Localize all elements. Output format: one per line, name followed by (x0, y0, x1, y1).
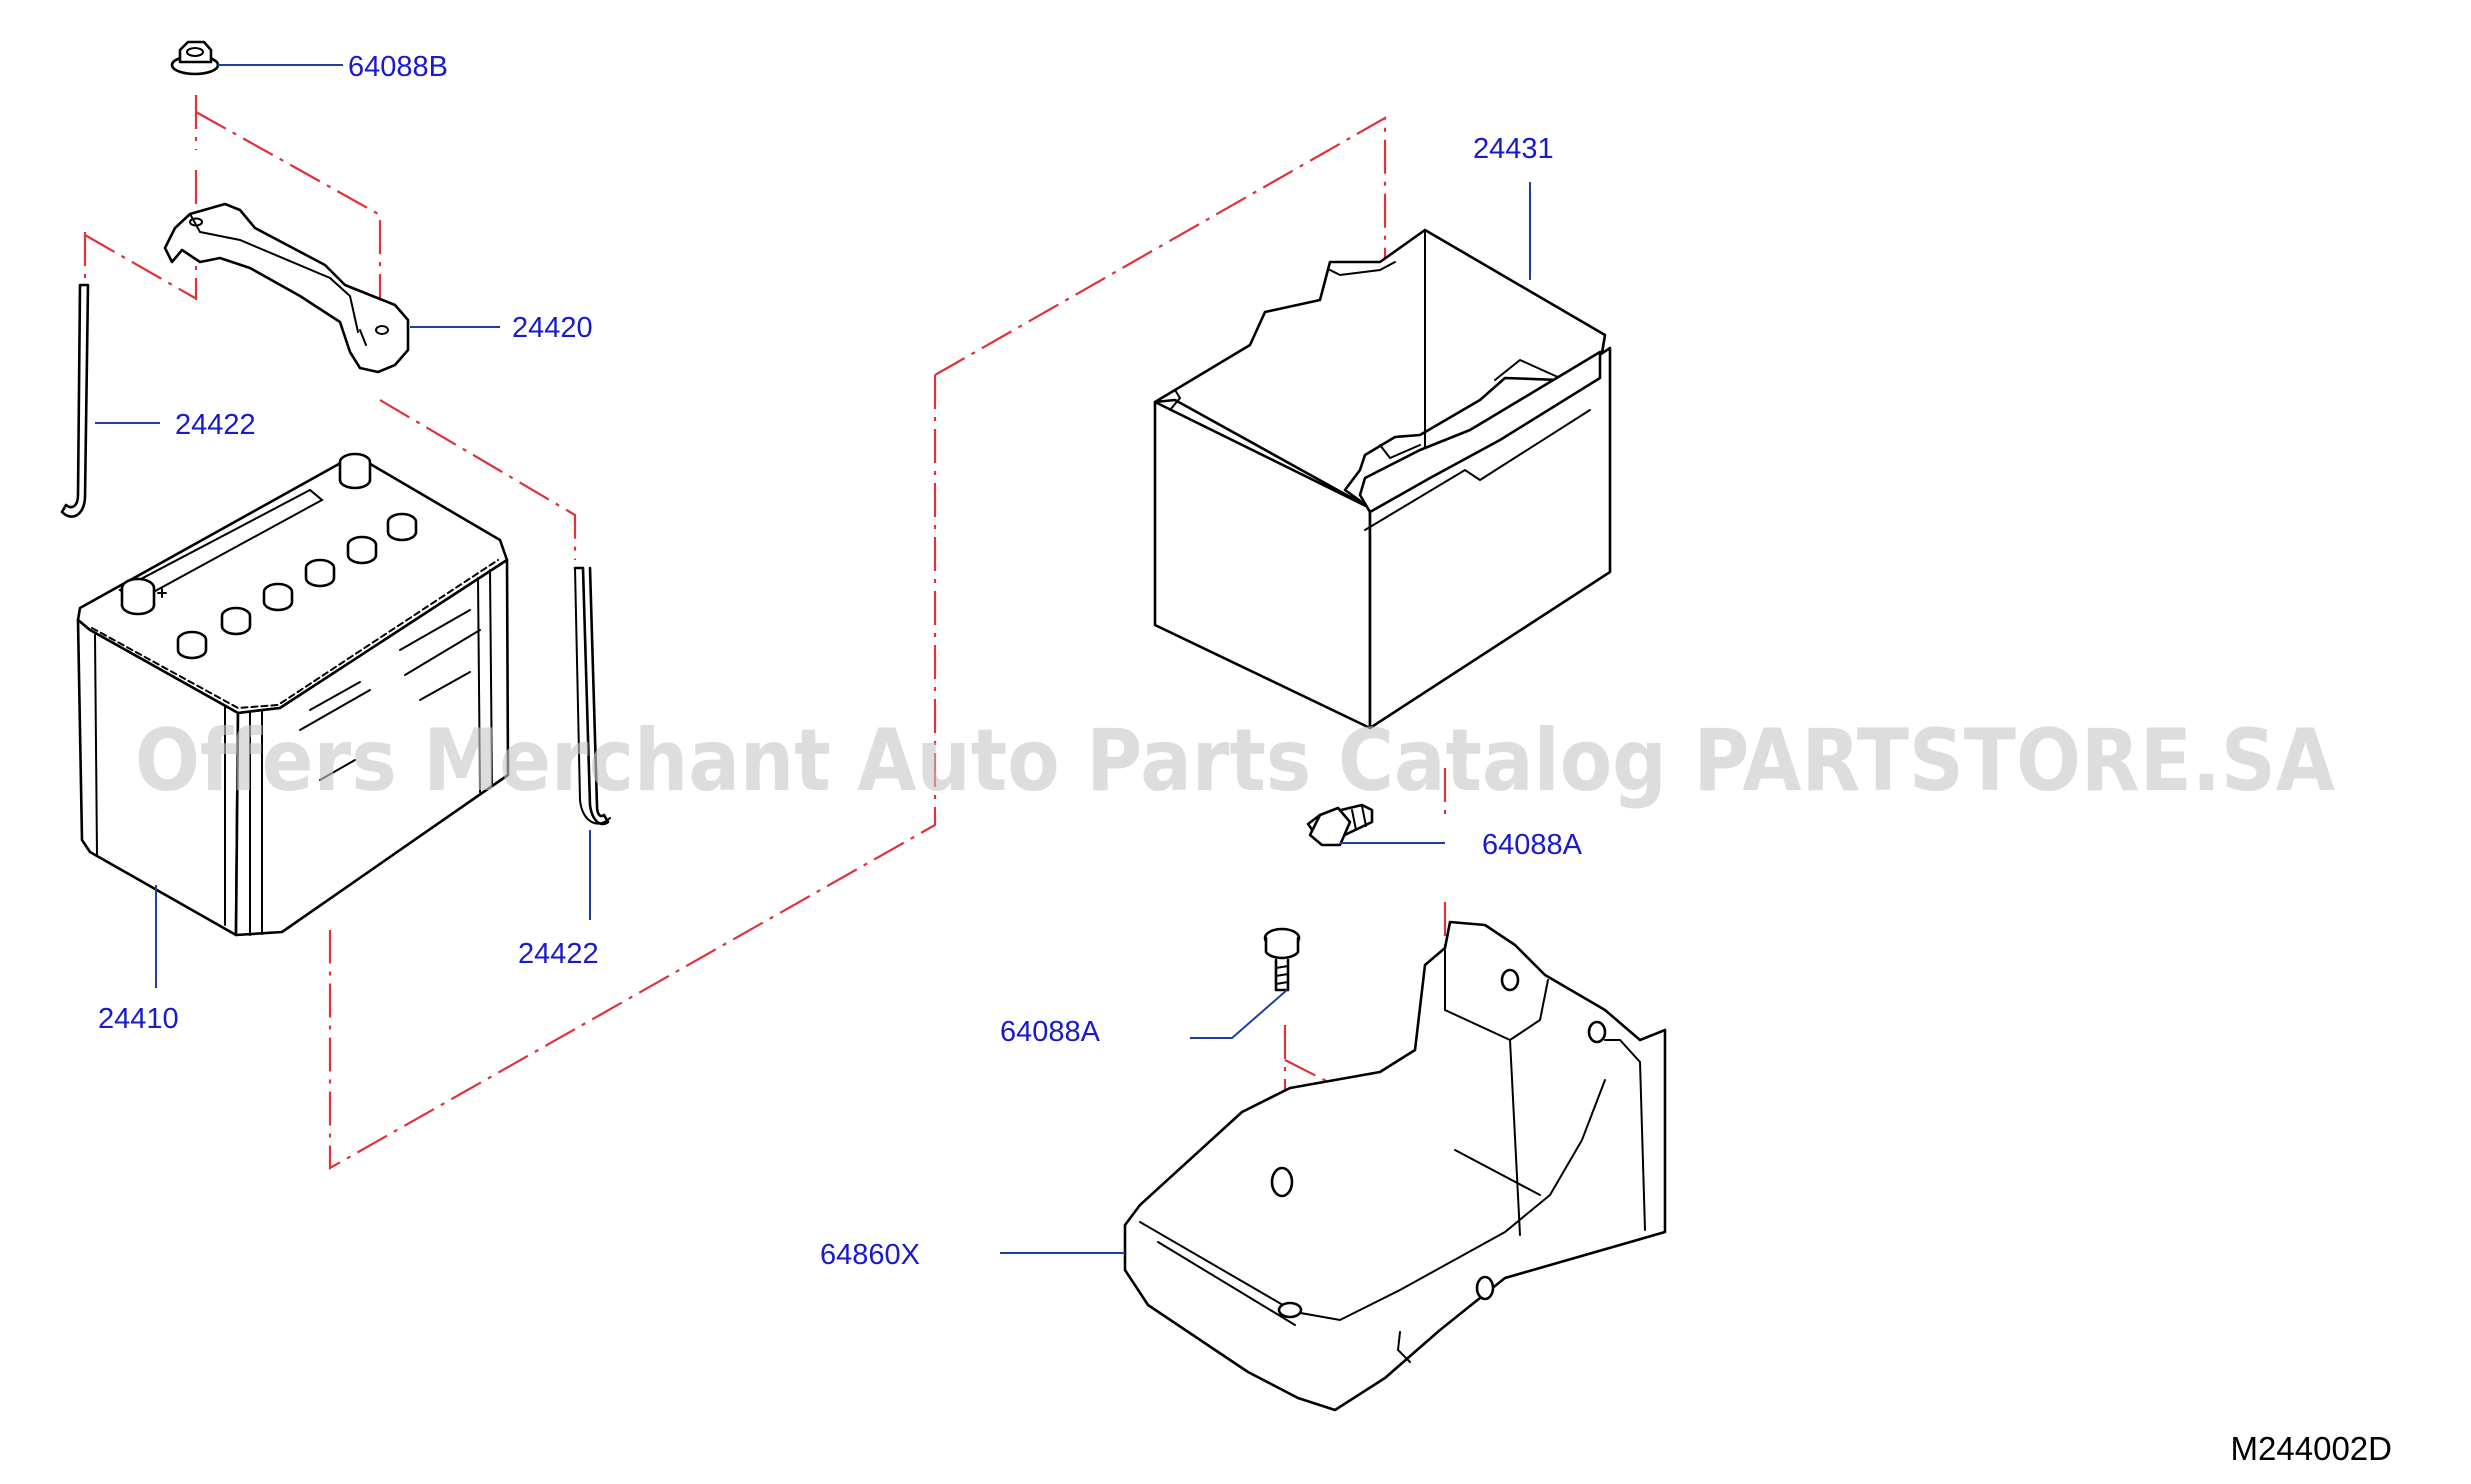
hold-down-rod-left-part (60, 283, 90, 518)
callout-battery: 24410 (98, 1003, 179, 1035)
bolt-upper-part (1306, 803, 1374, 847)
callout-labels: 64088B 24420 24422 24422 24410 24431 640… (98, 51, 1583, 1271)
callout-frame-hold: 24420 (512, 312, 593, 344)
battery-part (76, 452, 510, 937)
callout-rod-left: 24422 (175, 409, 256, 441)
battery-cell-caps (176, 512, 418, 660)
battery-box-part (1153, 228, 1612, 730)
watermark-text: Offers Merchant Auto Parts Catalog PARTS… (135, 711, 2335, 811)
callout-bolt-upper: 64088A (1482, 829, 1583, 861)
callout-rod-right: 24422 (518, 938, 599, 970)
flange-nut-part (170, 40, 220, 76)
tray-bolt-holes (1270, 968, 1607, 1319)
callout-bolt-lower: 64088A (1000, 1016, 1101, 1048)
callout-battery-tray: 64860X (820, 1239, 920, 1271)
battery-tray-part (1123, 920, 1667, 1412)
battery-frame-part (163, 202, 410, 374)
callout-nut-top: 64088B (348, 51, 448, 83)
leader-lines (95, 64, 1531, 1254)
figure-code: M244002D (2231, 1430, 2392, 1467)
callout-battery-box: 24431 (1473, 133, 1554, 165)
hold-down-rod-right-part (573, 566, 611, 826)
bolt-lower-part (1263, 927, 1301, 992)
